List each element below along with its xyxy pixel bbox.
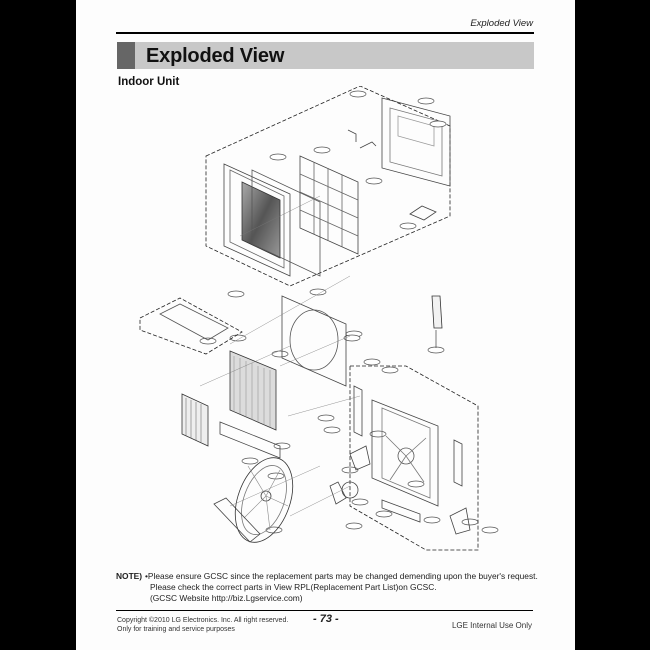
header-rule — [116, 32, 534, 34]
note-label: NOTE) — [116, 571, 143, 581]
note-line: •Please ensure GCSC since the replacemen… — [145, 571, 538, 581]
exploded-view-diagram — [120, 85, 540, 566]
internal-use-label: LGE Internal Use Only — [451, 621, 532, 630]
running-header: Exploded View — [470, 18, 533, 29]
note-body: •Please ensure GCSC since the replacemen… — [145, 571, 550, 604]
copyright-notice: Copyright ©2010 LG Electronics. Inc. All… — [117, 616, 288, 634]
section-title-bar: Exploded View — [117, 42, 534, 69]
note-line: (GCSC Website http://biz.Lgservice.com) — [150, 593, 303, 603]
document-page: Exploded View Exploded View Indoor Unit — [76, 0, 575, 650]
usage-line: Only for training and service purposes — [117, 626, 235, 633]
section-subtitle: Indoor Unit — [118, 76, 180, 88]
title-tab-marker — [117, 42, 135, 69]
footer-rule — [116, 610, 533, 611]
note-line: Please check the correct parts in View R… — [150, 582, 437, 592]
page-title: Exploded View — [146, 45, 285, 67]
page-number: - 73 - — [313, 613, 339, 625]
exploded-parts-diagram-icon — [139, 85, 499, 551]
copyright-line: Copyright ©2010 LG Electronics. Inc. All… — [117, 617, 289, 624]
